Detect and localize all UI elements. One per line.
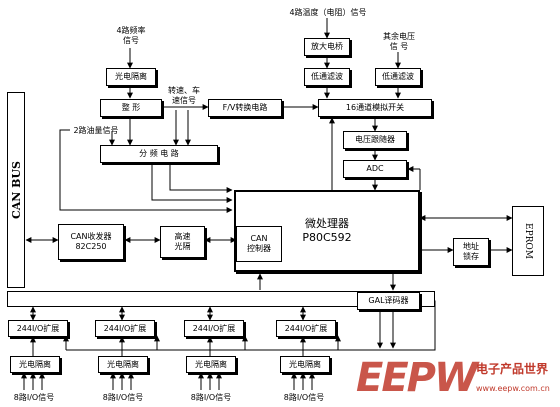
- watermark-cn: 电子产品世界: [476, 362, 549, 376]
- temp-signal-label: 4路温度（电阻）信号: [289, 8, 367, 17]
- io-signal-2: 8路I/O信号: [102, 393, 144, 402]
- shaping-block: 整 形: [100, 99, 162, 117]
- adc-block: ADC: [343, 160, 407, 178]
- io-opto-4: 光电隔离: [280, 356, 330, 373]
- io-opto-3: 光电隔离: [186, 356, 236, 373]
- io-signal-3: 8路I/O信号: [190, 393, 232, 402]
- amplifier-bridge: 放大电桥: [304, 38, 350, 56]
- low-pass-filter-2: 低通滤波: [375, 68, 421, 86]
- fv-converter: F/V转换电路: [208, 99, 282, 117]
- io-signal-1: 8路I/O信号: [13, 393, 55, 402]
- data-bus: [7, 291, 435, 307]
- freq-signal-label: 4路频率 信号: [116, 26, 146, 45]
- opto-isolator-top: 光电隔离: [106, 68, 156, 86]
- voltage-follower: 电压跟随器: [343, 131, 407, 149]
- io-expander-3: 244I/O扩展: [184, 320, 244, 337]
- eprom-block: EPROM: [512, 206, 544, 276]
- gal-decoder: GAL译码器: [357, 292, 420, 310]
- io-opto-1: 光电隔离: [10, 356, 60, 373]
- oil-signal-label: 2路油量信号: [73, 126, 119, 135]
- io-signal-4: 8路I/O信号: [283, 393, 325, 402]
- mcu-title: 微处理器: [305, 217, 349, 230]
- watermark-logo: EEPW: [356, 355, 478, 401]
- other-voltage-label: 其余电压 信 号: [383, 32, 415, 51]
- io-expander-2: 244I/O扩展: [95, 320, 155, 337]
- frequency-divider: 分 频 电 路: [100, 145, 218, 163]
- io-expander-4: 244I/O扩展: [276, 320, 336, 337]
- can-transceiver: CAN收发器 82C250: [58, 224, 124, 260]
- address-latch: 地址 锁存: [453, 238, 489, 266]
- high-speed-opto: 高速 光隔: [160, 226, 205, 258]
- analog-multiplexer: 16通道模拟开关: [318, 99, 432, 117]
- speed-signal-label: 转速、车 速信号: [168, 86, 200, 105]
- can-bus-bar: CAN BUS: [7, 92, 25, 288]
- watermark-url: www.eepw.com.cn: [476, 384, 550, 393]
- mcu-model: P80C592: [302, 231, 352, 244]
- low-pass-filter-1: 低通滤波: [304, 68, 350, 86]
- io-opto-2: 光电隔离: [98, 356, 148, 373]
- can-controller: CAN 控制器: [236, 226, 282, 262]
- io-expander-1: 244I/O扩展: [8, 320, 68, 337]
- eprom-label: EPROM: [523, 223, 533, 259]
- can-bus-label: CAN BUS: [9, 160, 23, 219]
